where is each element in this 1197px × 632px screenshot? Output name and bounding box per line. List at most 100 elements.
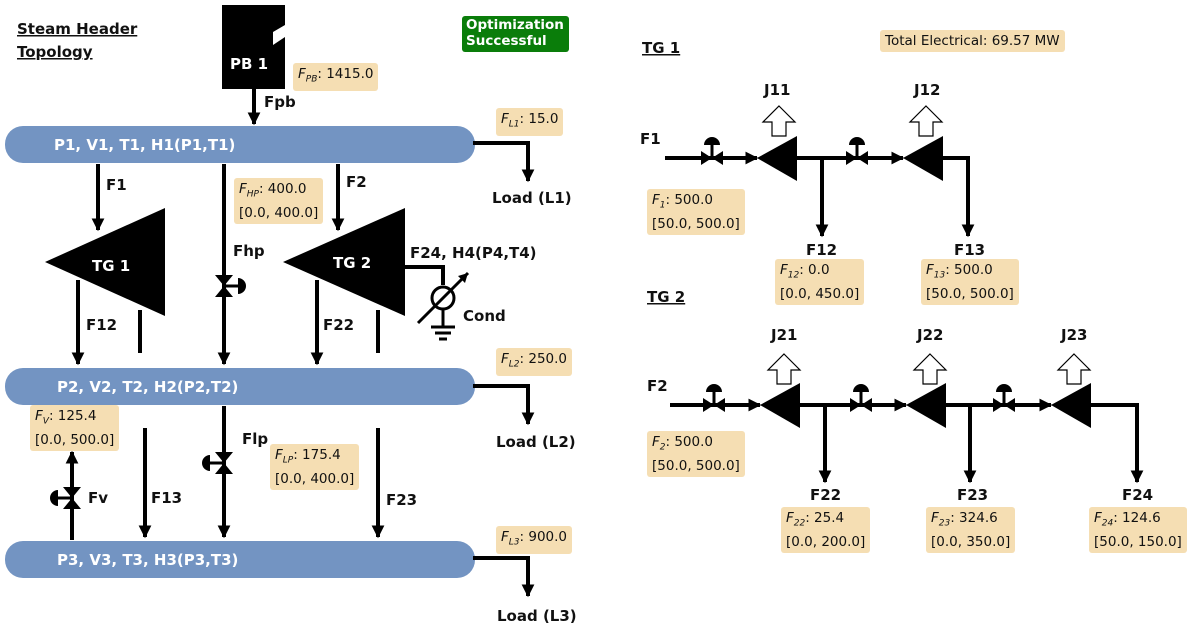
fv-value-box: FV: 125.4[0.0, 500.0]: [30, 405, 120, 451]
tg2-f2-subscript: 2: [659, 442, 666, 453]
tg1-inlet-label: F1: [640, 130, 661, 148]
f24-label: F24, H4(P4,T4): [410, 244, 537, 262]
tg2-f24-subscript: 24: [1101, 518, 1114, 529]
fl3-subscript: L3: [508, 537, 520, 548]
j12-arrow-icon: [909, 105, 943, 137]
header-3-bar: [5, 541, 475, 578]
tg1-f13-value-box: F13: 500.0[50.0, 500.0]: [921, 259, 1019, 305]
tg1-detail-title: TG 1: [642, 39, 680, 57]
tg1-f12-value-box: F12: 0.0[0.0, 450.0]: [775, 259, 865, 305]
tg1-f1-symbol: F: [652, 192, 660, 208]
total-electrical-box: Total Electrical: 69.57 MW: [880, 30, 1065, 52]
tg2-f23-label: F23: [957, 486, 988, 504]
flp-label: Flp: [242, 430, 268, 448]
turbine-tg2-icon: [283, 208, 405, 316]
fl3-value-box: FL3: 900.0: [496, 526, 573, 554]
tg2-f22-range: [0.0, 200.0]: [786, 533, 866, 550]
fl1-value: : 15.0: [519, 111, 559, 127]
f13-label: F13: [151, 489, 182, 507]
tg2-valve-3-icon: [991, 382, 1017, 414]
j21-arrow-icon: [767, 353, 801, 385]
j12-label: J12: [913, 81, 940, 99]
header-2-label: P2, V2, T2, H2(P2,T2): [57, 378, 238, 396]
tg2-f24-label: F24: [1122, 486, 1153, 504]
flp-value: : 175.4: [293, 447, 341, 463]
fl2-subscript: L2: [508, 359, 520, 370]
fl2-symbol: F: [501, 351, 509, 367]
condenser-icon: [416, 271, 470, 341]
fhp-subscript: HP: [246, 189, 259, 200]
tg2-f24-symbol: F: [1094, 510, 1102, 526]
boiler-pb1-icon: [222, 5, 285, 89]
fhp-value: : 400.0: [258, 181, 307, 197]
load-l1-label: Load (L1): [492, 189, 572, 207]
j11-arrow-icon: [762, 105, 796, 137]
j22-arrow-icon: [913, 353, 947, 385]
tg2-f22-symbol: F: [786, 510, 794, 526]
tg2-f2-value: : 500.0: [665, 434, 714, 450]
fv-subscript: V: [42, 416, 49, 427]
fpb-value: : 1415.0: [317, 66, 374, 82]
tg1-f1-value: : 500.0: [665, 192, 714, 208]
f1-label: F1: [106, 176, 127, 194]
fl3-value: : 900.0: [519, 529, 568, 545]
fpb-label: Fpb: [264, 93, 296, 111]
tg2-f23-range: [0.0, 350.0]: [931, 533, 1011, 550]
tg2-f24-value-box: F24: 124.6[50.0, 150.0]: [1089, 507, 1187, 553]
tg2-f2-range: [50.0, 500.0]: [652, 457, 740, 474]
topology-title-line2: Topology: [17, 43, 93, 61]
load-l2-label: Load (L2): [496, 433, 576, 451]
cond-label: Cond: [463, 307, 506, 325]
fhp-value-box: FHP: 400.0[0.0, 400.0]: [234, 178, 324, 224]
tg2-stage-1-icon: [760, 383, 800, 428]
optimization-status-badge: Optimization Successful: [462, 16, 569, 52]
fl2-value: : 250.0: [519, 351, 568, 367]
fl1-symbol: F: [501, 111, 509, 127]
tg2-f22-value: : 25.4: [805, 510, 845, 526]
f2-label: F2: [346, 173, 367, 191]
tg2-f22-value-box: F22: 25.4 [0.0, 200.0]: [781, 507, 871, 553]
j21-label: J21: [770, 326, 797, 344]
topology-title-line1: Steam Header: [17, 20, 138, 38]
fpb-symbol: F: [298, 66, 306, 82]
fv-valve-icon: [50, 487, 81, 509]
tg1-f13-label: F13: [954, 241, 985, 259]
tg2-detail-title: TG 2: [647, 288, 685, 306]
tg2-f22-subscript: 22: [793, 518, 806, 529]
j11-label: J11: [763, 81, 790, 99]
flp-subscript: LP: [282, 455, 294, 466]
j22-label: J22: [916, 326, 943, 344]
tg1-f12-symbol: F: [780, 262, 788, 278]
flp-valve-icon: [202, 452, 233, 474]
tg1-f1-subscript: 1: [659, 200, 666, 211]
fv-range: [0.0, 500.0]: [35, 431, 115, 448]
fl2-value-box: FL2: 250.0: [496, 348, 573, 376]
tg1-f13-symbol: F: [926, 262, 934, 278]
tg2-label: TG 2: [333, 254, 371, 272]
fl3-symbol: F: [501, 529, 509, 545]
tg1-f13-value: : 500.0: [945, 262, 993, 278]
header-3-label: P3, V3, T3, H3(P3,T3): [57, 551, 238, 569]
f22-label: F22: [323, 316, 354, 334]
tg1-f1-value-box: F1: 500.0[50.0, 500.0]: [647, 189, 745, 235]
tg2-f22-label: F22: [810, 486, 841, 504]
fhp-symbol: F: [239, 181, 247, 197]
tg1-valve-1-icon: [699, 135, 725, 167]
fl1-value-box: FL1: 15.0: [496, 108, 564, 136]
fv-symbol: F: [35, 408, 43, 424]
flp-value-box: FLP: 175.4[0.0, 400.0]: [270, 444, 360, 490]
tg2-f2-value-box: F2: 500.0[50.0, 500.0]: [647, 431, 745, 477]
total-electrical-text: Total Electrical: 69.57 MW: [885, 33, 1060, 49]
tg1-f13-range: [50.0, 500.0]: [926, 285, 1014, 302]
header-2-bar: [5, 368, 475, 405]
j23-arrow-icon: [1057, 353, 1091, 385]
tg2-f24-value: : 124.6: [1113, 510, 1161, 526]
fv-label: Fv: [88, 489, 108, 507]
turbine-tg1-icon: [45, 208, 165, 316]
tg1-f12-subscript: 12: [787, 270, 800, 281]
header-1-label: P1, V1, T1, H1(P1,T1): [54, 136, 235, 154]
tg2-f23-symbol: F: [931, 510, 939, 526]
tg2-f23-value: : 324.6: [950, 510, 998, 526]
j23-label: J23: [1060, 326, 1087, 344]
